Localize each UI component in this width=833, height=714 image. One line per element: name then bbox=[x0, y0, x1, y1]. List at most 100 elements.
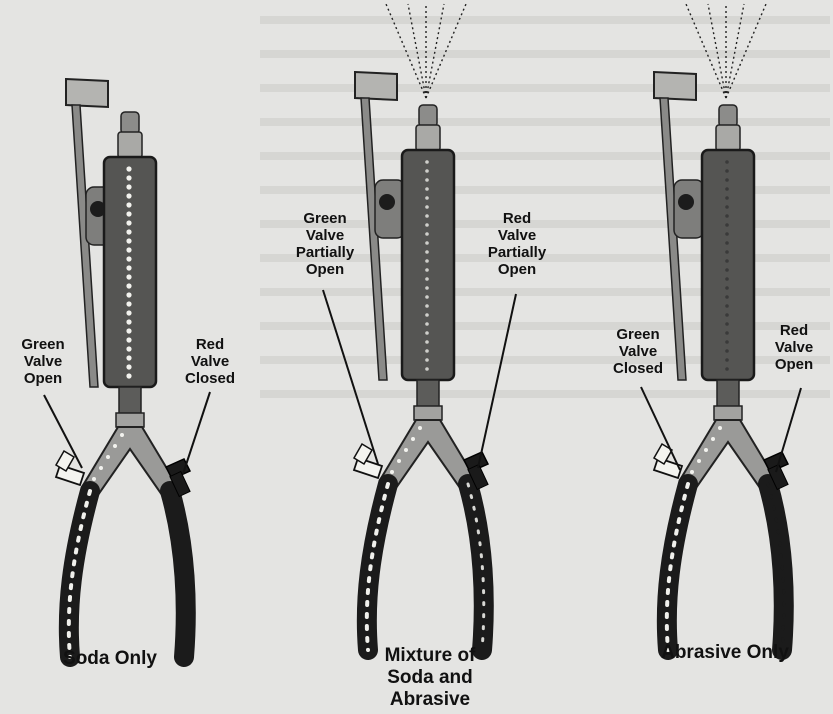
flow-dot bbox=[425, 241, 429, 245]
flow-dot bbox=[725, 367, 729, 371]
flow-dot bbox=[725, 178, 729, 182]
flow-dot bbox=[126, 328, 131, 333]
label-green-valve-2: Green Valve Closed bbox=[596, 326, 680, 377]
trigger-flag bbox=[355, 72, 397, 100]
gun-body bbox=[104, 157, 156, 387]
flow-dot bbox=[725, 223, 729, 227]
flow-dot bbox=[725, 313, 729, 317]
flow-dot bbox=[425, 367, 429, 371]
flow-dot bbox=[126, 193, 131, 198]
flow-dot bbox=[126, 373, 131, 378]
flow-dot bbox=[126, 256, 131, 261]
nozzle-collar bbox=[118, 132, 142, 158]
flow-dot bbox=[425, 169, 429, 173]
flow-dot bbox=[126, 274, 131, 279]
flow-dot bbox=[126, 202, 131, 207]
flow-dot bbox=[725, 340, 729, 344]
flow-dot bbox=[425, 358, 429, 362]
splitter-dot bbox=[697, 459, 701, 463]
splitter-dot bbox=[120, 433, 124, 437]
gun-coupling bbox=[116, 413, 144, 427]
flow-dot bbox=[425, 268, 429, 272]
gun-body bbox=[402, 150, 454, 380]
flow-dot bbox=[725, 259, 729, 263]
flow-dot bbox=[126, 292, 131, 297]
flow-dot bbox=[425, 304, 429, 308]
trigger-pivot bbox=[678, 194, 694, 210]
trigger-flag bbox=[66, 79, 108, 107]
flow-dot bbox=[725, 250, 729, 254]
splitter-dot bbox=[92, 477, 96, 481]
flow-dot bbox=[725, 322, 729, 326]
label-green-valve-1: Green Valve Partially Open bbox=[280, 210, 370, 278]
flow-dot bbox=[425, 277, 429, 281]
flow-dot bbox=[126, 166, 131, 171]
flow-dot bbox=[725, 187, 729, 191]
flow-dot bbox=[725, 349, 729, 353]
flow-dot bbox=[725, 304, 729, 308]
nozzle-tip bbox=[719, 105, 737, 127]
trigger-pivot bbox=[379, 194, 395, 210]
nozzle-tip bbox=[419, 105, 437, 127]
flow-dot bbox=[126, 355, 131, 360]
gun-neck bbox=[417, 380, 439, 408]
flow-dot bbox=[425, 187, 429, 191]
gun-neck bbox=[717, 380, 739, 408]
flow-dot bbox=[126, 220, 131, 225]
splitter-dot bbox=[390, 470, 394, 474]
gun-coupling bbox=[714, 406, 742, 420]
flow-dot bbox=[126, 184, 131, 189]
label-red-valve-2: Red Valve Open bbox=[760, 322, 828, 373]
flow-dot bbox=[126, 229, 131, 234]
flow-dot bbox=[126, 337, 131, 342]
flow-dot bbox=[425, 205, 429, 209]
splitter-dot bbox=[397, 459, 401, 463]
pointer-left-1 bbox=[323, 290, 378, 464]
flow-dot bbox=[126, 346, 131, 351]
flow-dot bbox=[425, 322, 429, 326]
splitter-dot bbox=[99, 466, 103, 470]
gun-neck bbox=[119, 387, 141, 415]
flow-dot bbox=[126, 310, 131, 315]
splitter-dot bbox=[404, 448, 408, 452]
flow-dot bbox=[725, 214, 729, 218]
flow-dot bbox=[425, 349, 429, 353]
flow-dot bbox=[425, 340, 429, 344]
gun-body bbox=[702, 150, 754, 380]
flow-dot bbox=[425, 331, 429, 335]
flow-dot bbox=[126, 364, 131, 369]
splitter-dot bbox=[411, 437, 415, 441]
splitter-dot bbox=[113, 444, 117, 448]
nozzle-tip bbox=[121, 112, 139, 134]
flow-dot bbox=[425, 232, 429, 236]
splitter-dot bbox=[718, 426, 722, 430]
label-red-valve-0: Red Valve Closed bbox=[166, 336, 254, 387]
flow-dot bbox=[425, 286, 429, 290]
flow-dot bbox=[126, 211, 131, 216]
splitter-dot bbox=[690, 470, 694, 474]
caption-0: Soda Only bbox=[30, 648, 190, 670]
splitter-dot bbox=[704, 448, 708, 452]
flow-dot bbox=[126, 301, 131, 306]
flow-dot bbox=[126, 283, 131, 288]
flow-dot bbox=[725, 358, 729, 362]
flow-dot bbox=[725, 241, 729, 245]
flow-dot bbox=[425, 250, 429, 254]
flow-dot bbox=[425, 178, 429, 182]
flow-dot bbox=[725, 169, 729, 173]
flow-dot bbox=[725, 160, 729, 164]
pointer-right-1 bbox=[478, 294, 516, 468]
flow-dot bbox=[725, 277, 729, 281]
caption-3: Abrasive Only bbox=[630, 642, 820, 664]
caption-2: Mixture of Soda and Abrasive bbox=[345, 645, 515, 711]
flow-dot bbox=[725, 205, 729, 209]
red-hose bbox=[170, 491, 186, 657]
flow-dot bbox=[126, 319, 131, 324]
flow-dot bbox=[725, 232, 729, 236]
flow-dot bbox=[725, 295, 729, 299]
flow-dot bbox=[425, 295, 429, 299]
gun-coupling bbox=[414, 406, 442, 420]
splitter-dot bbox=[418, 426, 422, 430]
